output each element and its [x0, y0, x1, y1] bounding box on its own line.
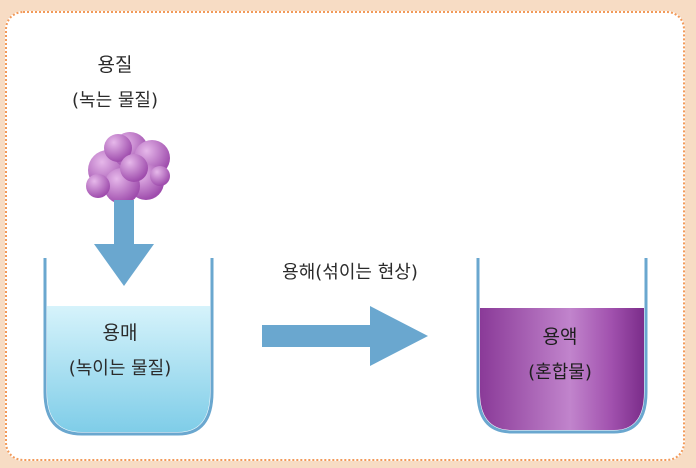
- right-arrow-icon: [262, 306, 428, 366]
- solute-title: 용질: [97, 54, 133, 76]
- solvent-beaker-icon: [43, 258, 214, 436]
- solvent-title: 용매: [102, 322, 138, 344]
- solute-subtitle: (녹는 물질): [71, 90, 158, 111]
- solvent-subtitle: (녹이는 물질): [68, 358, 172, 379]
- solution-title: 용액: [542, 326, 578, 348]
- down-arrow-icon: [94, 200, 154, 286]
- solute-cloud-icon: [86, 132, 170, 204]
- solution-beaker-icon: [476, 258, 648, 434]
- solution-subtitle: (혼합물): [528, 362, 592, 383]
- dissolution-label: 용해(섞이는 현상): [282, 262, 418, 283]
